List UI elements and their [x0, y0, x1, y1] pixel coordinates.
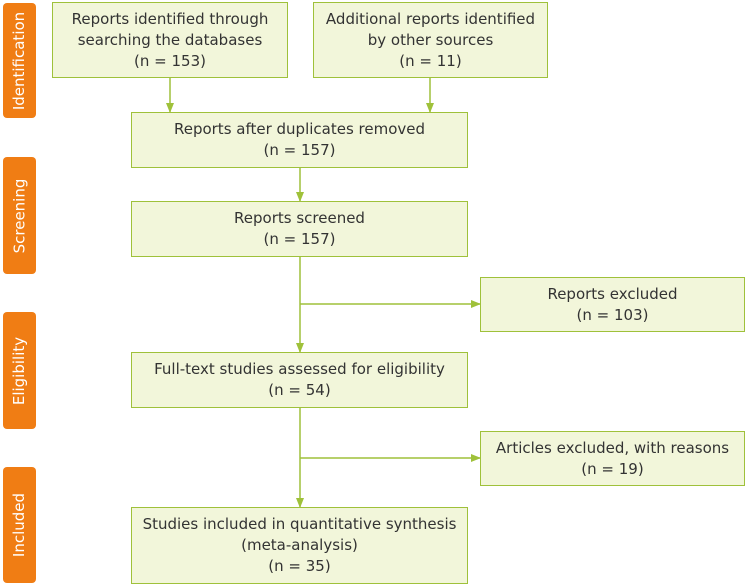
box-articles-excluded: Articles excluded, with reasons (n = 19)	[480, 431, 745, 486]
box-reports-screened: Reports screened (n = 157)	[131, 201, 468, 257]
studies-included-count: (n = 35)	[268, 557, 331, 575]
database-search-line1: Reports identified through	[71, 9, 269, 28]
fulltext-assessed-label: Full-text studies assessed for eligibili…	[154, 360, 445, 378]
duplicates-removed-count: (n = 157)	[263, 141, 336, 159]
phase-screening: Screening	[3, 157, 36, 274]
box-database-search: Reports identified through searching the…	[52, 2, 288, 78]
articles-excluded-count: (n = 19)	[581, 459, 644, 478]
database-search-count: (n = 153)	[134, 51, 206, 70]
other-sources-count: (n = 11)	[399, 51, 462, 70]
duplicates-removed-label: Reports after duplicates removed	[173, 120, 426, 138]
other-sources-line2: by other sources	[367, 30, 494, 49]
box-studies-included: Studies included in quantitative synthes…	[131, 507, 468, 584]
phase-eligibility: Eligibility	[3, 312, 36, 429]
database-search-line2: searching the databases	[77, 30, 263, 49]
fulltext-assessed-count: (n = 54)	[268, 381, 331, 399]
articles-excluded-label: Articles excluded, with reasons	[495, 438, 730, 457]
reports-excluded-count: (n = 103)	[576, 305, 649, 324]
box-reports-excluded: Reports excluded (n = 103)	[480, 277, 745, 332]
studies-included-line1: Studies included in quantitative synthes…	[142, 515, 457, 533]
box-other-sources: Additional reports identified by other s…	[313, 2, 548, 78]
reports-excluded-label: Reports excluded	[547, 284, 678, 303]
other-sources-line1: Additional reports identified	[325, 9, 536, 28]
phase-identification: Identification	[3, 3, 36, 118]
reports-screened-label: Reports screened	[234, 209, 365, 227]
studies-included-line2: (meta-analysis)	[241, 536, 358, 554]
box-duplicates-removed: Reports after duplicates removed (n = 15…	[131, 112, 468, 168]
reports-screened-count: (n = 157)	[263, 230, 336, 248]
phase-included: Included	[3, 467, 36, 583]
box-fulltext-assessed: Full-text studies assessed for eligibili…	[131, 352, 468, 408]
